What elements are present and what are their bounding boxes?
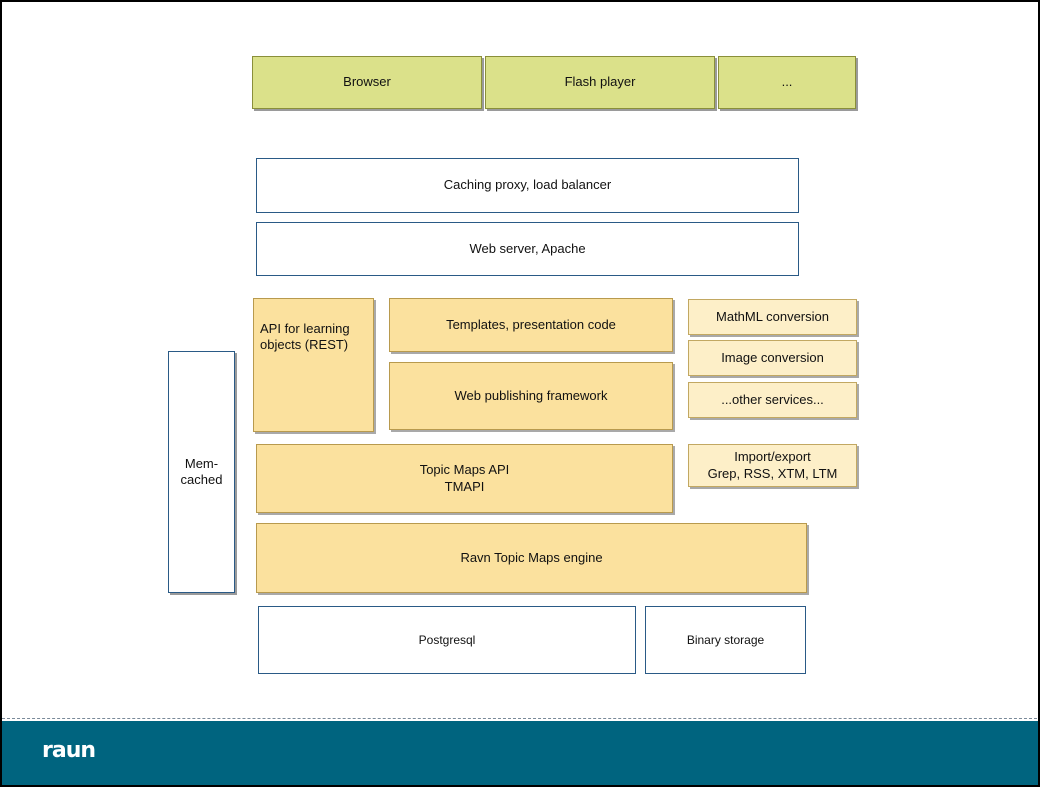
client-other: ... bbox=[718, 56, 856, 109]
mathml-conversion-label: MathML conversion bbox=[716, 308, 829, 324]
image-conversion-box: Image conversion bbox=[688, 340, 857, 376]
postgresql-label: Postgresql bbox=[418, 632, 476, 647]
web-publishing-framework-box: Web publishing framework bbox=[389, 362, 673, 430]
import-export-label: Import/export Grep, RSS, XTM, LTM bbox=[707, 449, 838, 481]
tmapi-box: Topic Maps API TMAPI bbox=[256, 444, 673, 513]
import-export-box: Import/export Grep, RSS, XTM, LTM bbox=[688, 444, 857, 487]
web-publishing-framework-label: Web publishing framework bbox=[454, 387, 608, 403]
templates-label: Templates, presentation code bbox=[446, 316, 616, 332]
other-services-label: ...other services... bbox=[721, 391, 824, 407]
templates-box: Templates, presentation code bbox=[389, 298, 673, 352]
client-browser-label: Browser bbox=[343, 74, 391, 90]
tmapi-label: Topic Maps API TMAPI bbox=[419, 462, 510, 494]
raun-logo: raun bbox=[42, 738, 96, 763]
binary-storage-box: Binary storage bbox=[645, 606, 806, 674]
client-browser: Browser bbox=[252, 56, 482, 109]
other-services-box: ...other services... bbox=[688, 382, 857, 418]
client-flash-player-label: Flash player bbox=[564, 74, 636, 90]
caching-proxy-box: Caching proxy, load balancer bbox=[256, 158, 799, 213]
image-conversion-label: Image conversion bbox=[721, 349, 824, 365]
api-rest-box: API for learning objects (REST) bbox=[253, 298, 374, 432]
mathml-conversion-box: MathML conversion bbox=[688, 299, 857, 335]
memcached-box: Mem- cached bbox=[168, 351, 235, 593]
memcached-label: Mem- cached bbox=[180, 455, 223, 487]
client-flash-player: Flash player bbox=[485, 56, 715, 109]
topic-maps-engine-label: Ravn Topic Maps engine bbox=[460, 549, 603, 565]
api-rest-label: API for learning objects (REST) bbox=[260, 321, 350, 353]
topic-maps-engine-box: Ravn Topic Maps engine bbox=[256, 523, 807, 593]
web-server-box: Web server, Apache bbox=[256, 222, 799, 276]
caching-proxy-label: Caching proxy, load balancer bbox=[443, 177, 612, 193]
binary-storage-label: Binary storage bbox=[686, 632, 765, 647]
postgresql-box: Postgresql bbox=[258, 606, 636, 674]
footer-bar bbox=[2, 721, 1038, 785]
client-other-label: ... bbox=[781, 74, 793, 90]
web-server-label: Web server, Apache bbox=[469, 240, 586, 256]
footer-divider bbox=[2, 718, 1038, 719]
